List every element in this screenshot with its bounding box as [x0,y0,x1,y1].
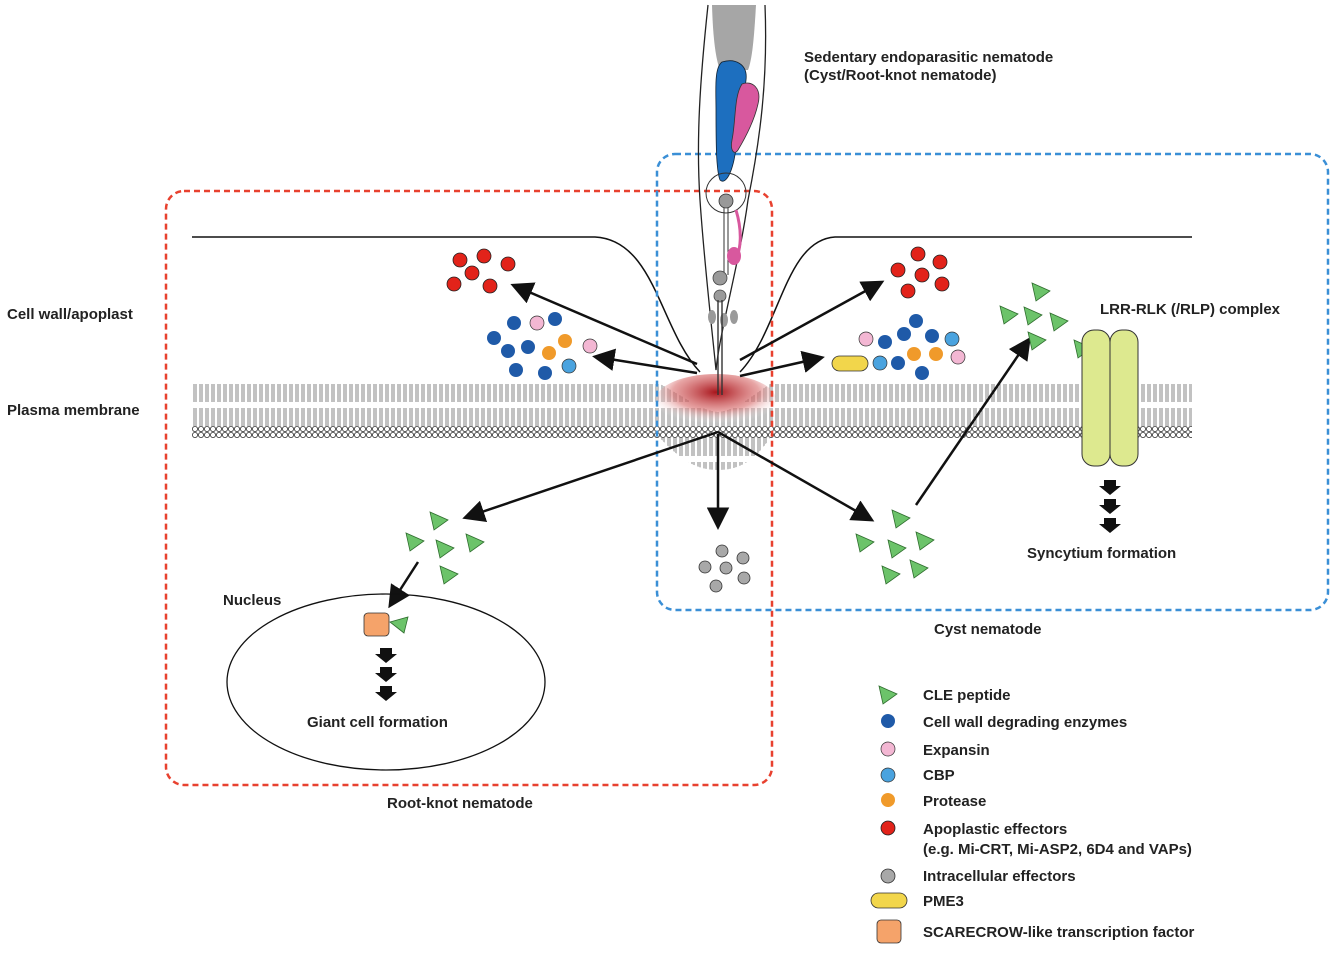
apoplastic-effectors-right [890,246,950,299]
legend-label-intracellular: Intracellular effectors [923,868,1076,885]
cle-bound-to-tf [389,616,409,634]
legend-label-enzymes: Cell wall degrading enzymes [923,714,1127,731]
lrr-rlk-receptor [1081,329,1139,467]
enzyme-cluster-right [831,314,966,380]
root-knot-region-label: Root-knot nematode [387,795,533,812]
intracellular-effector-icon [880,868,896,884]
scarecrow-tf-icon [876,919,902,944]
legend-label-pme3: PME3 [923,893,964,910]
scarecrow-tf-in-nucleus [363,612,390,637]
cell-wall-label: Cell wall/apoplast [7,306,133,323]
legend-label-expansin: Expansin [923,742,990,759]
giant-cell-signal-arrows [375,648,397,701]
legend-label-scarecrow: SCARECROW-like transcription factor [923,924,1195,941]
plasma-membrane [192,374,1192,470]
nucleus-label: Nucleus [223,592,281,609]
expansin-icon [880,741,896,757]
cle-peptide-icon [878,685,898,705]
nematode-body [697,4,767,395]
legend-label-cle: CLE peptide [923,687,1011,704]
intracellular-effectors [698,544,751,593]
plasma-membrane-label: Plasma membrane [7,402,140,419]
cle-peptides-left [405,511,485,585]
legend-label-protease: Protease [923,793,986,810]
nucleus [226,593,546,771]
legend-label-cbp: CBP [923,767,955,784]
legend: CLE peptide Cell wall degrading enzymes … [870,685,1195,944]
enzyme-cluster-left [487,312,598,380]
root-knot-region-box [164,189,774,787]
cyst-region-label: Cyst nematode [934,621,1042,638]
cbp-icon [880,767,896,783]
nematode-title-line2: (Cyst/Root-knot nematode) [804,67,997,84]
cell-wall-outline [192,236,1192,373]
syncytium-signal-arrows [1099,480,1121,533]
pme3-icon [870,892,908,909]
protease-icon [881,793,895,807]
legend-label-apoplastic-examples: (e.g. Mi-CRT, Mi-ASP2, 6D4 and VAPs) [923,841,1192,858]
apoplastic-effectors-left [446,248,516,294]
cyst-region-box [655,152,1330,612]
legend-label-apoplastic: Apoplastic effectors [923,821,1067,838]
cell-wall-enzyme-icon [881,714,895,728]
giant-cell-label: Giant cell formation [307,714,448,731]
cle-peptides-right [855,509,935,585]
secretion-arrows [388,280,1031,609]
syncytium-label: Syncytium formation [1027,545,1176,562]
cle-peptides-apoplast [999,282,1093,359]
receptor-label: LRR-RLK (/RLP) complex [1100,301,1281,318]
apoplastic-effector-icon [880,820,896,836]
nematode-title-line1: Sedentary endoparasitic nematode [804,49,1053,66]
